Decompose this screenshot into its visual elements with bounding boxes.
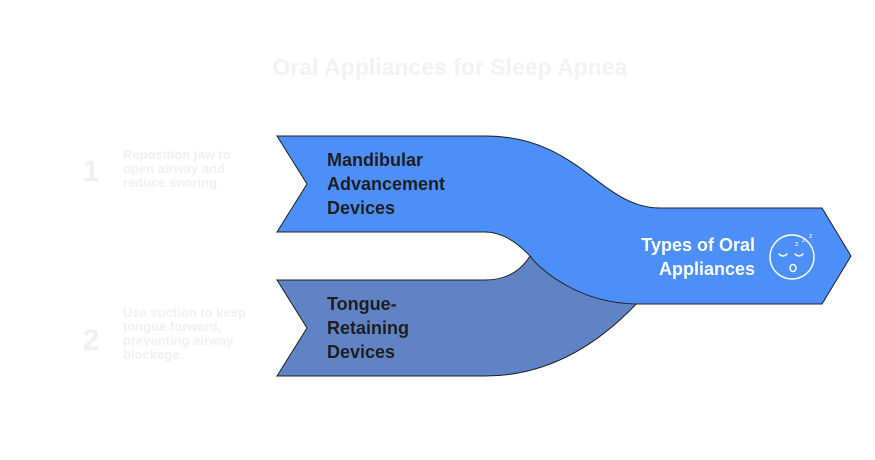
mandibular-branch-and-result-shape: [276, 135, 852, 305]
mandibular-advancement-label: Mandibular Advancement Devices: [327, 150, 446, 218]
tongue-retaining-branch-shape: [276, 255, 641, 377]
sleeping-face-icon: z z z: [769, 233, 815, 280]
step-number-1: 1: [82, 155, 100, 188]
step-description-1: Reposition jaw to open airway and reduce…: [123, 147, 231, 190]
svg-text:z: z: [795, 241, 799, 248]
step-number-2: 2: [82, 324, 100, 357]
svg-text:z: z: [809, 233, 813, 240]
svg-text:z: z: [802, 237, 806, 244]
result-label: Types of Oral Appliances: [641, 235, 755, 279]
diagram-title: Oral Appliances for Sleep Apnea: [272, 54, 628, 80]
tongue-retaining-label: Tongue- Retaining Devices: [327, 294, 410, 362]
step-description-2: Use suction to keep tongue forward, prev…: [123, 305, 246, 362]
